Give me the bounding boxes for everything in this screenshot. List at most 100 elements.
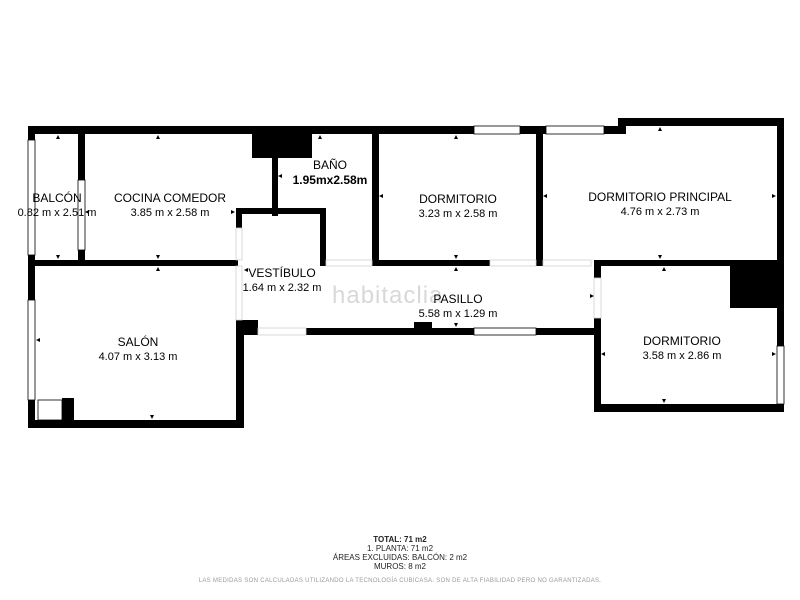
tick: [454, 255, 458, 259]
window-dorm2-right: [776, 345, 785, 405]
room-dormitorio-2: DORMITORIO 3.58 m x 2.86 m: [612, 334, 752, 364]
tick: [601, 352, 605, 356]
walls-area: MUROS: 8 m2: [373, 562, 426, 571]
wall-bano-dorm: [372, 126, 379, 266]
watermark: habitaclia: [332, 282, 444, 309]
dimension-ticks: [36, 127, 776, 419]
tick: [454, 267, 458, 271]
floor-area: 1. PLANTA: 71 m2: [366, 544, 434, 553]
room-name: COCINA COMEDOR: [113, 191, 226, 205]
walls: [28, 118, 784, 428]
room-dims: 5.58 m x 1.29 m: [418, 308, 498, 320]
wall-right-upper: [777, 118, 784, 268]
room-pasillo: PASILLO 5.58 m x 1.29 m: [388, 292, 528, 322]
room-name: PASILLO: [433, 292, 483, 306]
tick: [658, 255, 662, 259]
window-salon-corner: [37, 399, 63, 421]
wall-top: [28, 126, 624, 134]
room-bano: BAÑO 1.95mx2.58m: [284, 158, 376, 188]
tick: [244, 268, 248, 272]
windows: [27, 125, 785, 421]
room-dormitorio-principal: DORMITORIO PRINCIPAL 4.76 m x 2.73 m: [570, 190, 750, 220]
tick: [278, 174, 282, 178]
wall-top-right: [618, 118, 783, 126]
wall-vestibulo-top: [236, 208, 326, 214]
door-cocina-vestibulo: [235, 227, 243, 261]
tick: [56, 135, 60, 139]
wall-dorm-principal: [536, 126, 543, 266]
corner-salon: [62, 398, 74, 426]
room-dormitorio: DORMITORIO 3.23 m x 2.58 m: [388, 192, 528, 222]
wall-mid-right: [594, 260, 784, 266]
wall-top-step: [618, 118, 626, 134]
wall-bottom-salon: [28, 420, 244, 428]
door-dorm1: [489, 259, 537, 267]
window-salon-left: [27, 299, 36, 401]
tick: [156, 255, 160, 259]
room-name: DORMITORIO: [419, 192, 497, 206]
tick: [231, 210, 235, 214]
door-entrance: [257, 327, 307, 336]
room-balcon: BALCÓN 0.82 m x 2.51 m: [10, 191, 104, 221]
shaft-dorm2: [730, 262, 780, 308]
room-dims: 3.85 m x 2.58 m: [130, 207, 210, 219]
wall-salon-right: [236, 330, 244, 428]
tick: [590, 294, 594, 298]
door-principal: [542, 259, 592, 267]
room-vestibulo: VESTÍBULO 1.64 m x 2.32 m: [236, 266, 328, 296]
disclaimer: LAS MEDIDAS SON CALCULADAS UTILIZANDO LA…: [198, 578, 602, 584]
tick: [543, 194, 547, 198]
wall-mid-left: [28, 260, 238, 266]
area-summary: TOTAL: 71 m2 1. PLANTA: 71 m2 ÁREAS EXCL…: [0, 535, 800, 571]
window-balcon-cocina: [77, 179, 86, 251]
room-name: BALCÓN: [32, 191, 82, 205]
window-top-dorm1: [473, 125, 521, 135]
room-cocina-comedor: COCINA COMEDOR 3.85 m x 2.58 m: [100, 191, 240, 221]
room-dims: 4.76 m x 2.73 m: [620, 206, 700, 218]
shaft-bano: [252, 126, 312, 158]
room-name: DORMITORIO: [643, 334, 721, 348]
window-top-principal: [545, 125, 605, 135]
room-dims: 1.95mx2.58m: [292, 173, 368, 187]
window-balcon-left: [27, 139, 36, 256]
tick: [454, 323, 458, 327]
room-dims: 4.07 m x 3.13 m: [98, 351, 178, 363]
wall-right-lower: [777, 260, 784, 410]
wall-bottom-dorm2: [594, 404, 784, 412]
tick: [150, 415, 154, 419]
tick: [56, 255, 60, 259]
room-dims: 1.64 m x 2.32 m: [242, 282, 322, 294]
tick: [662, 267, 666, 271]
wall-vestibulo-right: [320, 208, 326, 266]
excluded-areas: ÁREAS EXCLUIDAS: BALCÓN: 2 m2: [332, 553, 468, 562]
tick: [36, 338, 40, 342]
room-dims: 0.82 m x 2.51 m: [17, 207, 97, 219]
column-salon: [236, 320, 258, 335]
door-bano: [325, 259, 373, 267]
total-area: TOTAL: 71 m2: [373, 535, 427, 544]
room-dims: 3.58 m x 2.86 m: [642, 350, 722, 362]
door-dorm2: [593, 277, 602, 319]
tick: [379, 194, 383, 198]
column-corridor: [414, 322, 432, 335]
room-name: VESTÍBULO: [248, 266, 316, 280]
room-dims: 3.23 m x 2.58 m: [418, 208, 498, 220]
window-corridor: [473, 327, 537, 336]
tick: [772, 194, 776, 198]
tick: [156, 267, 160, 271]
room-name: SALÓN: [117, 335, 159, 349]
room-name: BAÑO: [312, 158, 347, 172]
tick: [658, 127, 662, 131]
room-salon: SALÓN 4.07 m x 3.13 m: [68, 335, 208, 365]
tick: [318, 135, 322, 139]
wall-vestibulo-left: [236, 208, 242, 228]
tick: [85, 210, 89, 214]
tick: [156, 135, 160, 139]
wall-dorm2-left: [594, 262, 601, 412]
room-name: DORMITORIO PRINCIPAL: [588, 190, 732, 204]
wall-mid-center: [320, 260, 540, 266]
tick: [662, 399, 666, 403]
tick: [772, 352, 776, 356]
wall-cocina-bano: [272, 126, 278, 216]
